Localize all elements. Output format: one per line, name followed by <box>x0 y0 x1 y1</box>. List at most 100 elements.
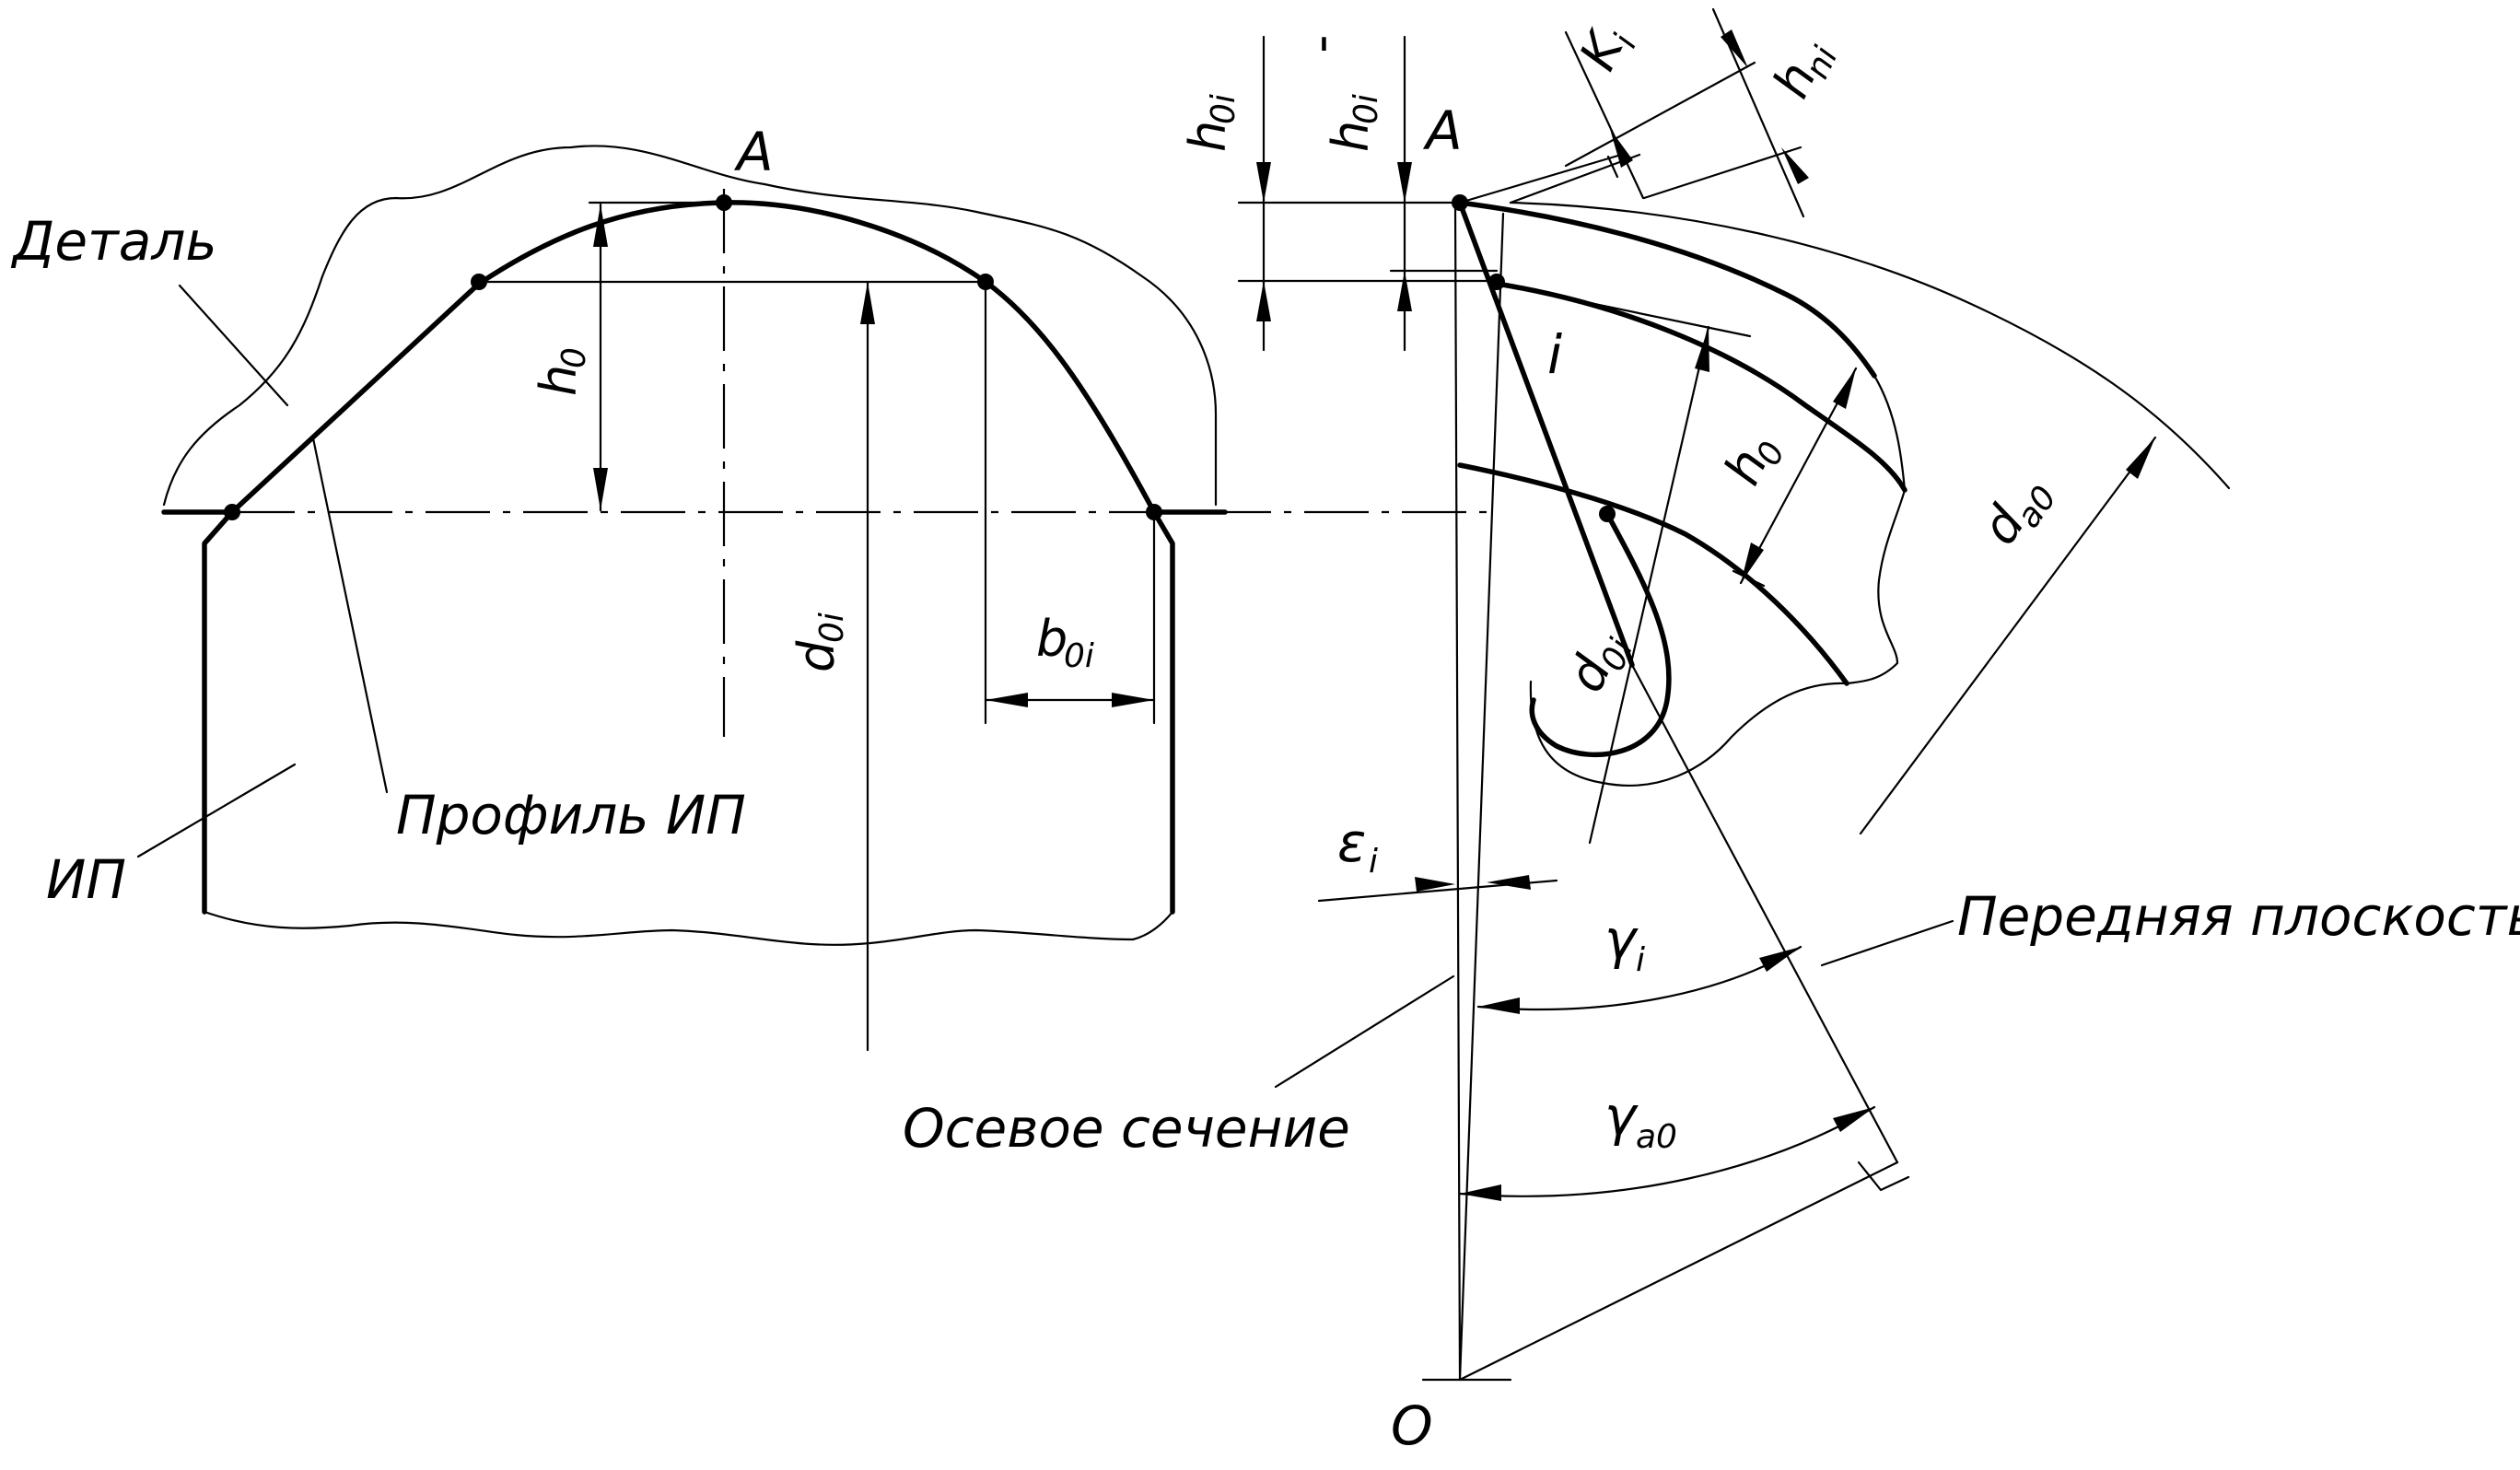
b0i-arrow-left <box>986 693 1028 707</box>
gamma-a0-arc <box>1458 1105 1876 1197</box>
h0i-prime-arrow-top <box>1397 162 1412 203</box>
profile-point-right <box>977 274 994 290</box>
d0i-right-arrow <box>1695 327 1709 372</box>
label-h0-right: h 0 <box>1713 437 1793 494</box>
label-d0i-left: d 0i <box>788 612 851 672</box>
svg-text:γ: γ <box>1604 1085 1639 1148</box>
rake-plane-extension <box>1630 663 1899 1164</box>
flank-curve-3 <box>1457 462 1849 686</box>
label-b0i: b 0i <box>1036 610 1094 675</box>
label-da0: d a0 <box>1970 479 2064 554</box>
right-view: A i O h 0i h 0i ' K i h ni h 0 d 0i d <box>903 7 2520 1457</box>
label-A-left: A <box>733 121 774 183</box>
svg-text:a0: a0 <box>1636 1118 1677 1156</box>
tool-bottom-break <box>203 910 1174 946</box>
h0-right-arrow-top <box>1833 368 1856 409</box>
svg-text:h: h <box>1322 121 1380 152</box>
gamma-i-arrow-left <box>1478 998 1520 1014</box>
h0-right-dim <box>1739 367 1858 585</box>
tool-leader <box>136 763 297 858</box>
epsilon-arrow-right <box>1487 875 1531 890</box>
tool-body-outline <box>202 509 235 915</box>
svg-text:h: h <box>1179 121 1237 152</box>
b0i-arrow-right <box>1112 693 1154 707</box>
label-part: Деталь <box>10 210 217 273</box>
d0i-left-arrow <box>860 282 875 324</box>
point-profile-right <box>1599 506 1616 522</box>
svg-text:h: h <box>530 365 588 396</box>
tool-profile-leader <box>311 437 389 794</box>
profile-base-left <box>224 504 240 520</box>
svg-text:b: b <box>1036 610 1068 668</box>
h0i-prime-arrow-bottom <box>1397 271 1412 311</box>
label-i: i <box>1547 323 1562 386</box>
svg-text:ε: ε <box>1337 811 1366 874</box>
label-axial-section: Осевое сечение <box>903 1097 1350 1160</box>
gamma-i-arrow-right <box>1759 947 1801 972</box>
k-ext-line-2 <box>1509 153 1641 204</box>
hn-arrow-top <box>1721 29 1748 68</box>
k-ext-long <box>1564 61 1756 168</box>
hn-arrow-bottom <box>1781 147 1809 184</box>
da0-arrow <box>2126 438 2155 479</box>
flank-curve-top <box>1457 200 1877 379</box>
point-A-right <box>1452 194 1468 211</box>
label-h0i: h 0i <box>1179 94 1242 152</box>
left-view: Деталь Профиль ИП ИП A h 0 d 0i b 0i <box>10 121 1492 1052</box>
d0i-right-line <box>1588 325 1710 845</box>
label-epsilon: ε i <box>1337 811 1378 881</box>
h0-right-tick <box>1732 569 1766 588</box>
label-rake-plane: Передняя плоскость <box>1957 885 2520 948</box>
right-angle-mark <box>1857 1161 1910 1192</box>
svg-text:0i: 0i <box>1205 94 1242 124</box>
svg-text:0: 0 <box>555 347 593 368</box>
label-origin: O <box>1391 1394 1433 1457</box>
k-arrow <box>1610 129 1633 168</box>
label-tool: ИП <box>46 848 126 911</box>
label-h0i-prime: h 0i <box>1322 94 1385 152</box>
epsilon-arrow-left <box>1415 877 1455 892</box>
label-gamma-i: γ i <box>1604 908 1645 979</box>
h0-arrow-top <box>593 204 608 247</box>
h0i-arrow-bottom <box>1256 281 1271 321</box>
label-d0i-right: d 0i <box>1557 634 1641 701</box>
tool-body-outline-right <box>1151 509 1175 915</box>
label-gamma-a0: γ a0 <box>1604 1085 1677 1156</box>
axial-section-line <box>1453 201 1462 1382</box>
h0-arrow-bottom <box>593 468 608 510</box>
point-i <box>1488 274 1505 290</box>
hook-curve <box>1529 511 1672 758</box>
rake-plane-line <box>1457 200 1635 668</box>
part-outline <box>162 145 1218 507</box>
svg-text:γ: γ <box>1604 908 1639 971</box>
gamma-a0-arrow-right <box>1833 1107 1874 1132</box>
label-A-right: A <box>1422 99 1463 162</box>
svg-text:0i: 0i <box>1064 637 1094 675</box>
label-k: K i <box>1569 22 1645 79</box>
tool-profile-curve <box>229 200 1157 515</box>
svg-text:K: K <box>1569 22 1637 79</box>
svg-text:0i: 0i <box>1348 94 1385 124</box>
epsilon-line <box>1458 212 1505 1382</box>
rake-perp-line <box>1458 1161 1899 1382</box>
h0i-arrow-top <box>1256 162 1271 203</box>
svg-text:d: d <box>788 640 846 672</box>
axial-section-leader <box>1274 974 1455 1089</box>
da0-dim-line <box>1859 436 2157 835</box>
profile-point-left <box>471 274 487 290</box>
flank-curve-2 <box>1494 281 1908 493</box>
k-tick-1 <box>1606 155 1619 179</box>
h0-right-arrow-bottom <box>1741 542 1764 583</box>
label-h0-left: h 0 <box>530 347 593 396</box>
gamma-a0-arrow-left <box>1460 1184 1501 1201</box>
rake-plane-leader <box>1820 919 1954 967</box>
profile-base-right <box>1146 504 1162 520</box>
label-hn: h ni <box>1762 41 1846 107</box>
k-dim-line <box>1564 30 1645 200</box>
point-A-left <box>716 194 732 211</box>
label-h0i-prime-mark: ' <box>1317 28 1331 86</box>
outer-da0-arc <box>1509 201 2231 490</box>
k-ext-line-1 <box>1458 153 1623 204</box>
tool-break-boundary <box>1845 374 1907 685</box>
